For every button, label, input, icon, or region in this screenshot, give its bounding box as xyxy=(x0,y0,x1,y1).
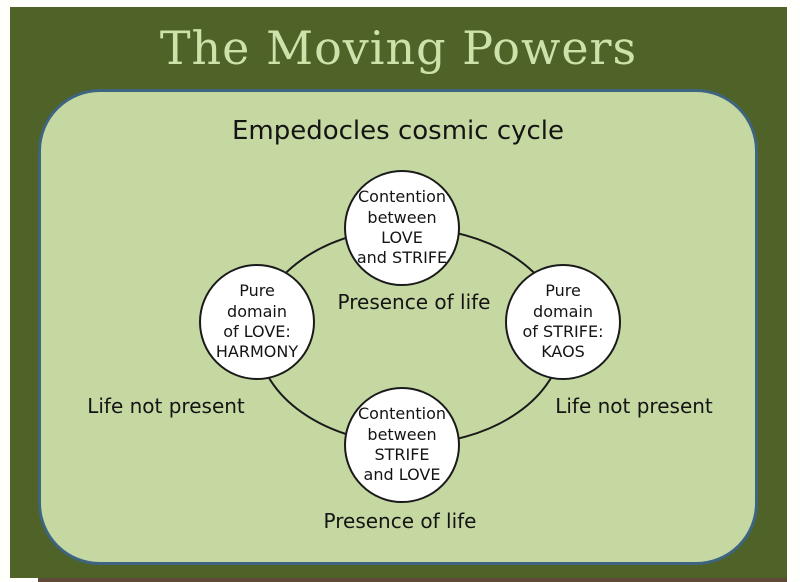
node-line: and LOVE xyxy=(363,465,441,485)
node-pure-strife-kaos: Pure domain of STRIFE: KAOS xyxy=(505,264,621,380)
node-line: and STRIFE xyxy=(356,248,448,268)
node-line: Pure xyxy=(239,281,275,301)
node-line: Contention xyxy=(357,404,446,424)
node-line: Pure xyxy=(545,281,581,301)
node-line: between xyxy=(367,207,437,227)
slide-shadow xyxy=(38,578,787,582)
node-line: STRIFE xyxy=(374,445,430,464)
label-life-not-present-right: Life not present xyxy=(555,394,713,418)
node-line: LOVE xyxy=(381,228,423,247)
label-presence-of-life-bottom: Presence of life xyxy=(323,509,477,533)
node-line: of LOVE: xyxy=(223,322,291,341)
slide: The Moving Powers Empedocles cosmic cycl… xyxy=(10,7,787,578)
slide-title: The Moving Powers xyxy=(159,21,638,75)
node-line: KAOS xyxy=(541,342,585,362)
diagram-title: Empedocles cosmic cycle xyxy=(231,116,565,146)
cosmic-cycle-panel: Empedocles cosmic cycle Contention betwe… xyxy=(38,89,758,565)
node-line: Contention xyxy=(357,187,446,207)
node-line: HARMONY xyxy=(215,342,299,362)
node-line: of STRIFE: xyxy=(522,322,604,341)
node-line: domain xyxy=(533,301,593,321)
label-life-not-present-left: Life not present xyxy=(87,394,245,418)
node-line: between xyxy=(367,424,437,444)
node-pure-love-harmony: Pure domain of LOVE: HARMONY xyxy=(199,264,315,380)
label-presence-of-life-top: Presence of life xyxy=(337,290,491,314)
node-contention-love-strife: Contention between LOVE and STRIFE xyxy=(344,170,460,286)
node-line: domain xyxy=(227,301,287,321)
node-contention-strife-love: Contention between STRIFE and LOVE xyxy=(344,387,460,503)
